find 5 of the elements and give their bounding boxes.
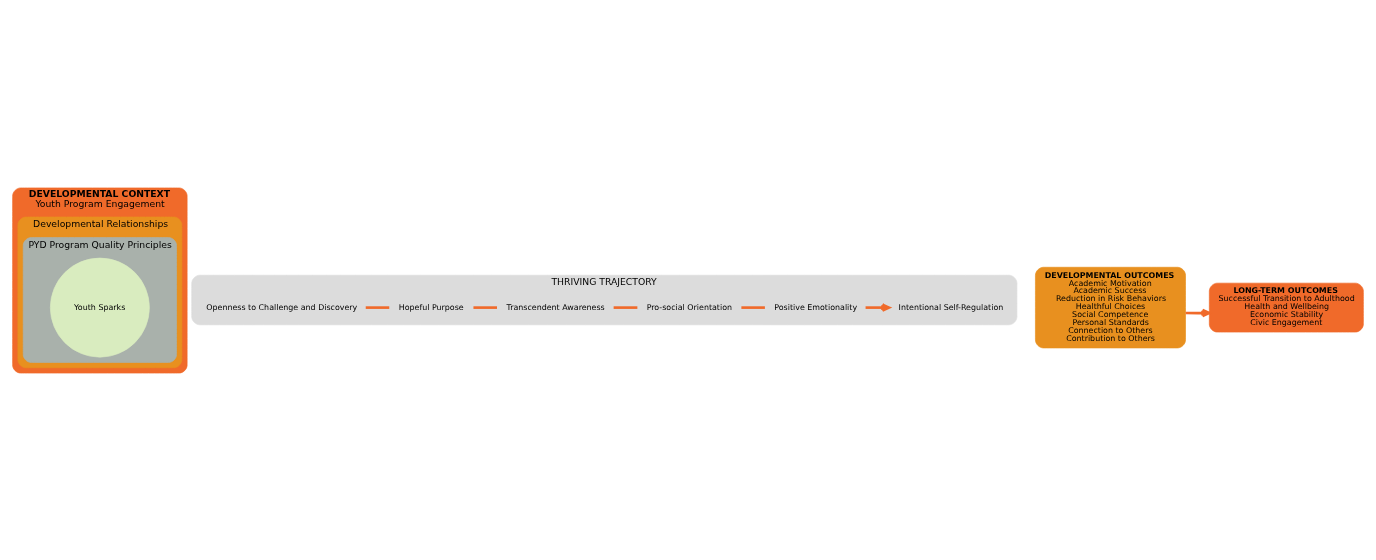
connector	[741, 305, 765, 309]
connector	[473, 305, 497, 309]
connector	[365, 305, 390, 309]
arrow	[865, 302, 891, 312]
connector	[613, 305, 638, 309]
